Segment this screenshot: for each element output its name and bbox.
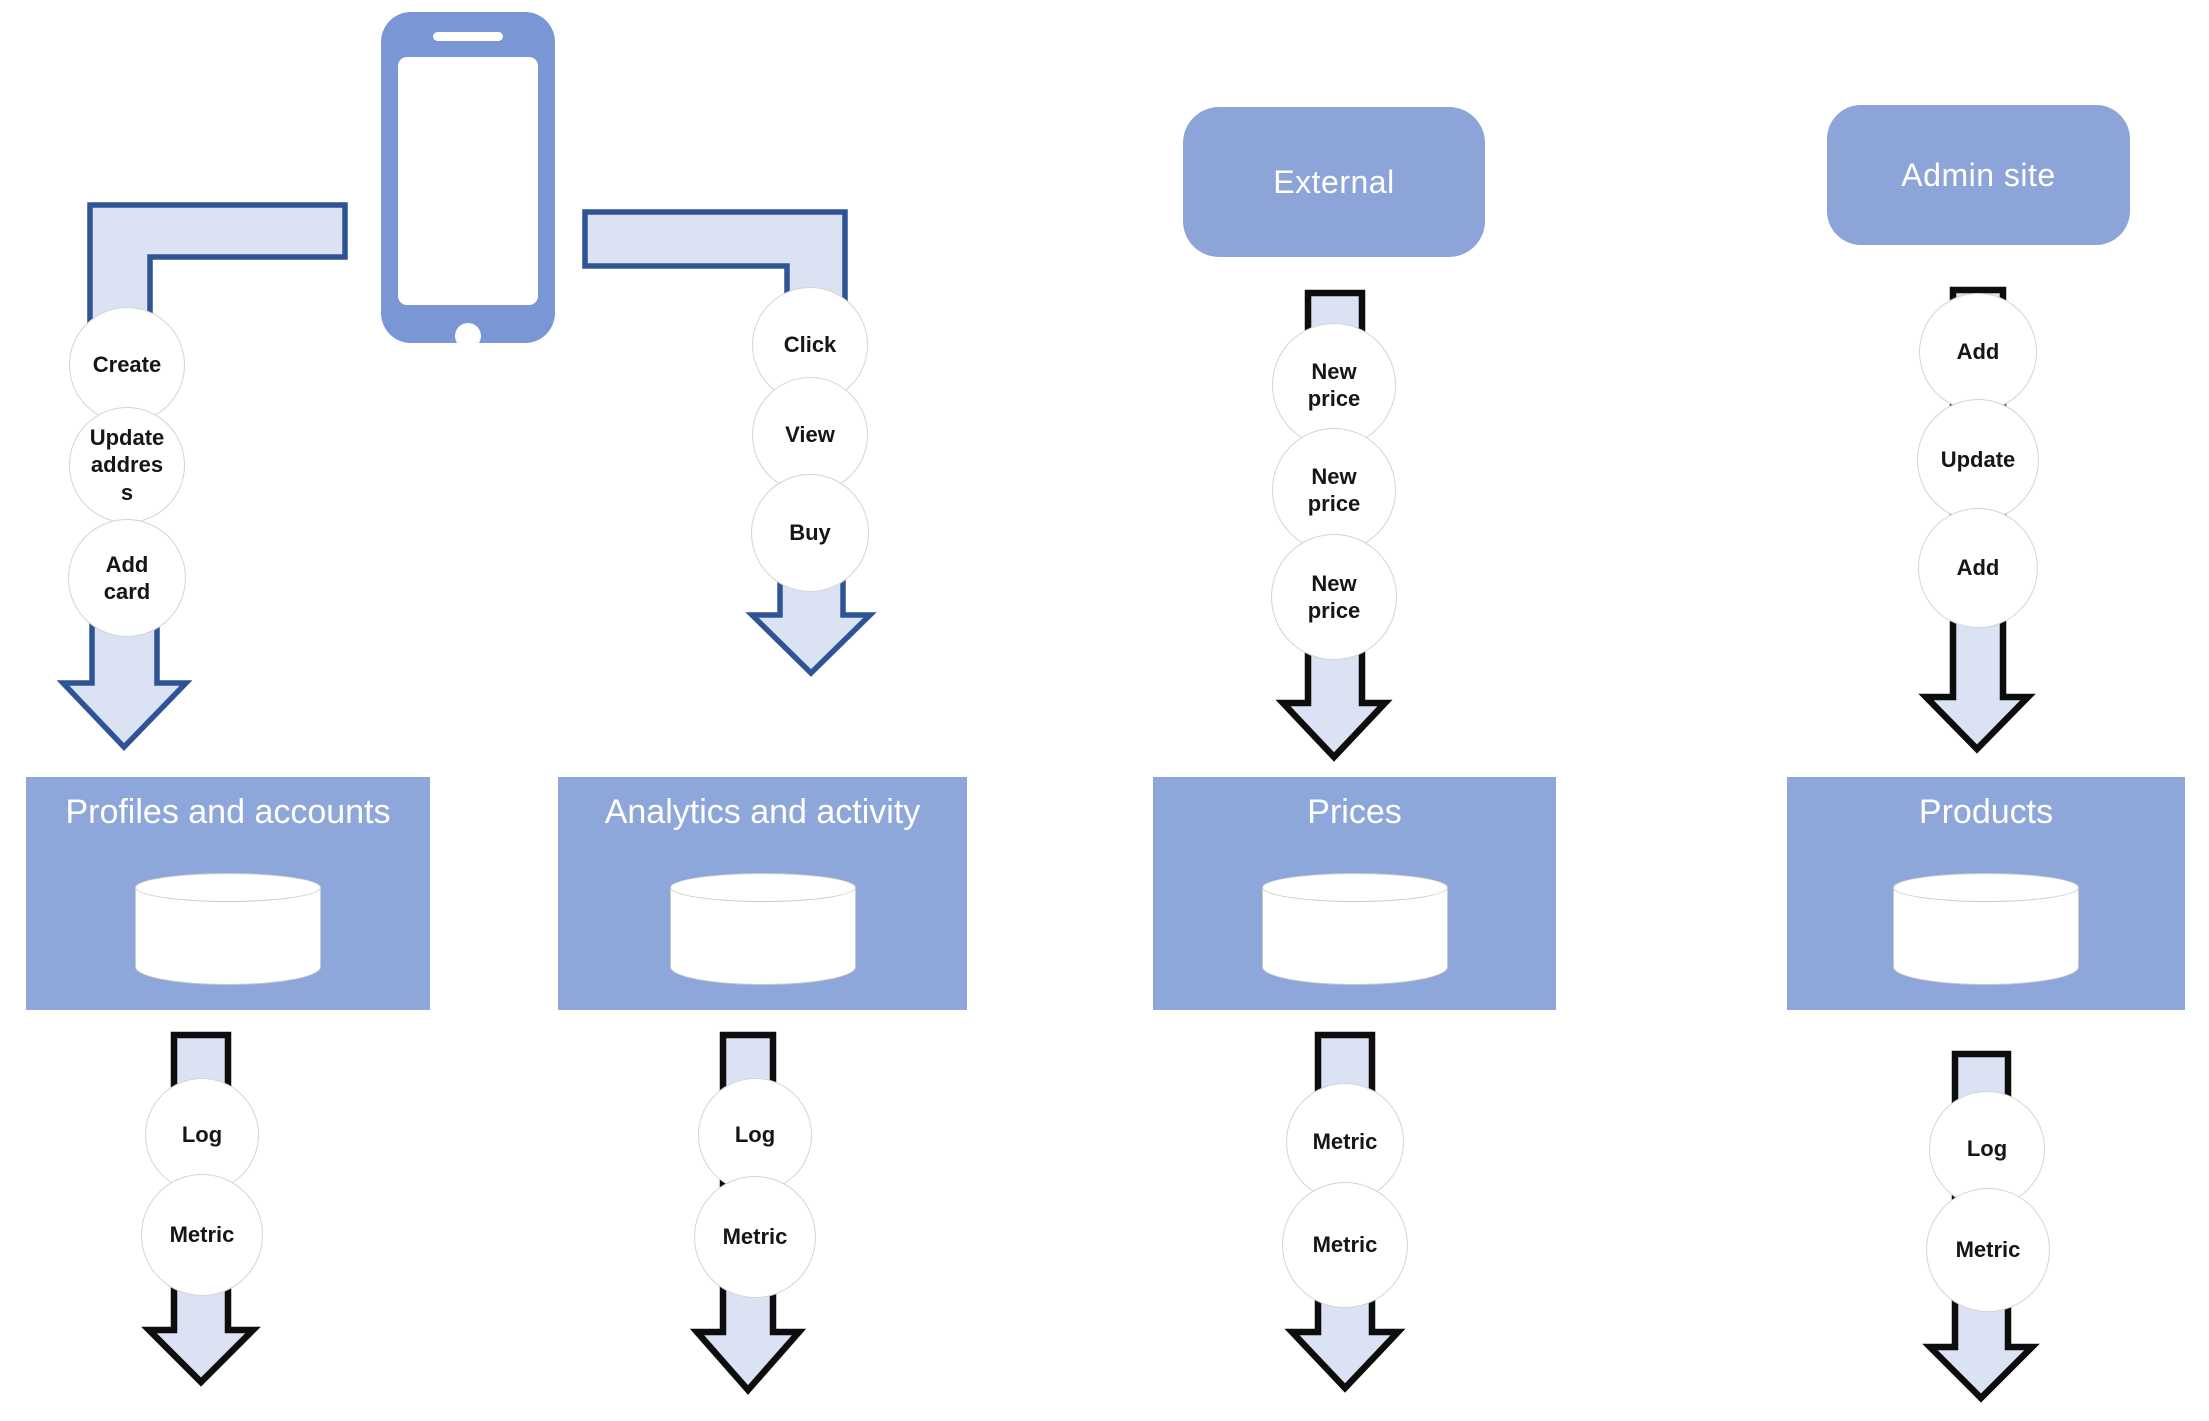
database-cylinder-icon [1261, 873, 1448, 985]
event-circle-update-address: Update address [69, 407, 185, 523]
event-label: Click [783, 332, 837, 358]
event-label: Log [1966, 1136, 2008, 1162]
event-label: New price [1307, 358, 1361, 412]
store-box-profiles-and-accounts: Profiles and accounts [26, 777, 430, 1010]
event-circle-log-profiles: Log [145, 1078, 259, 1192]
event-label: Metric [169, 1222, 235, 1248]
cylinder-top [669, 873, 856, 902]
event-circle-view: View [752, 377, 868, 493]
event-circle-create: Create [69, 307, 185, 423]
cylinder-top [1893, 873, 2079, 902]
event-label: Update address [89, 424, 165, 505]
event-circle-buy: Buy [751, 474, 869, 592]
event-label: Create [92, 352, 162, 378]
event-circle-add-1: Add [1919, 293, 2037, 411]
store-box-prices: Prices [1153, 777, 1556, 1010]
cylinder-body [1261, 887, 1448, 985]
database-cylinder-icon [1893, 873, 2079, 985]
event-circle-metric-prices-1: Metric [1286, 1083, 1404, 1201]
database-cylinder-icon [135, 873, 321, 985]
event-circle-log-analytics: Log [698, 1078, 812, 1192]
store-title: Analytics and activity [604, 793, 921, 831]
event-circle-metric-prices-2: Metric [1282, 1182, 1408, 1308]
cylinder-body [135, 887, 321, 985]
event-circle-metric-products: Metric [1926, 1188, 2050, 1312]
event-label: Add card [103, 551, 151, 605]
store-box-analytics-and-activity: Analytics and activity [558, 777, 967, 1010]
source-box-admin-site: Admin site [1827, 105, 2130, 245]
event-label: Metric [722, 1224, 788, 1250]
event-circle-metric-profiles: Metric [141, 1174, 263, 1296]
event-circle-add-card: Add card [68, 519, 186, 637]
store-title: Profiles and accounts [65, 793, 391, 831]
event-label: Metric [1312, 1232, 1378, 1258]
event-label: Metric [1312, 1129, 1378, 1155]
event-label: New price [1307, 463, 1361, 517]
cylinder-body [1893, 887, 2079, 985]
event-label: Add [1956, 339, 2000, 365]
phone-speaker-bar [433, 32, 503, 41]
source-box-external-label: External [1273, 163, 1395, 200]
source-box-external: External [1183, 107, 1485, 257]
phone-screen [398, 57, 538, 305]
event-circle-new-price-2: New price [1272, 428, 1396, 552]
event-label: Metric [1955, 1237, 2021, 1263]
phone-home-button [455, 323, 481, 349]
store-box-products: Products [1787, 777, 2185, 1010]
source-box-admin-site-label: Admin site [1901, 156, 2056, 193]
store-title: Products [1918, 793, 2054, 831]
event-circle-log-products: Log [1929, 1091, 2045, 1207]
event-label: New price [1307, 570, 1361, 624]
cylinder-top [135, 873, 321, 902]
event-circle-new-price-3: New price [1271, 534, 1397, 660]
event-circle-update: Update [1917, 399, 2039, 521]
event-label: View [785, 422, 835, 448]
cylinder-top [1261, 873, 1448, 902]
event-circle-metric-analytics: Metric [694, 1176, 816, 1298]
event-circle-new-price-1: New price [1272, 323, 1396, 447]
smartphone-icon [381, 12, 555, 349]
cylinder-body [669, 887, 856, 985]
event-circle-add-2: Add [1918, 508, 2038, 628]
store-title: Prices [1307, 793, 1402, 831]
event-label: Add [1956, 555, 2000, 581]
database-cylinder-icon [669, 873, 856, 985]
event-label: Log [181, 1122, 223, 1148]
event-label: Buy [789, 520, 831, 546]
event-label: Update [1940, 447, 2016, 473]
event-circle-click: Click [752, 287, 868, 403]
event-label: Log [734, 1122, 776, 1148]
